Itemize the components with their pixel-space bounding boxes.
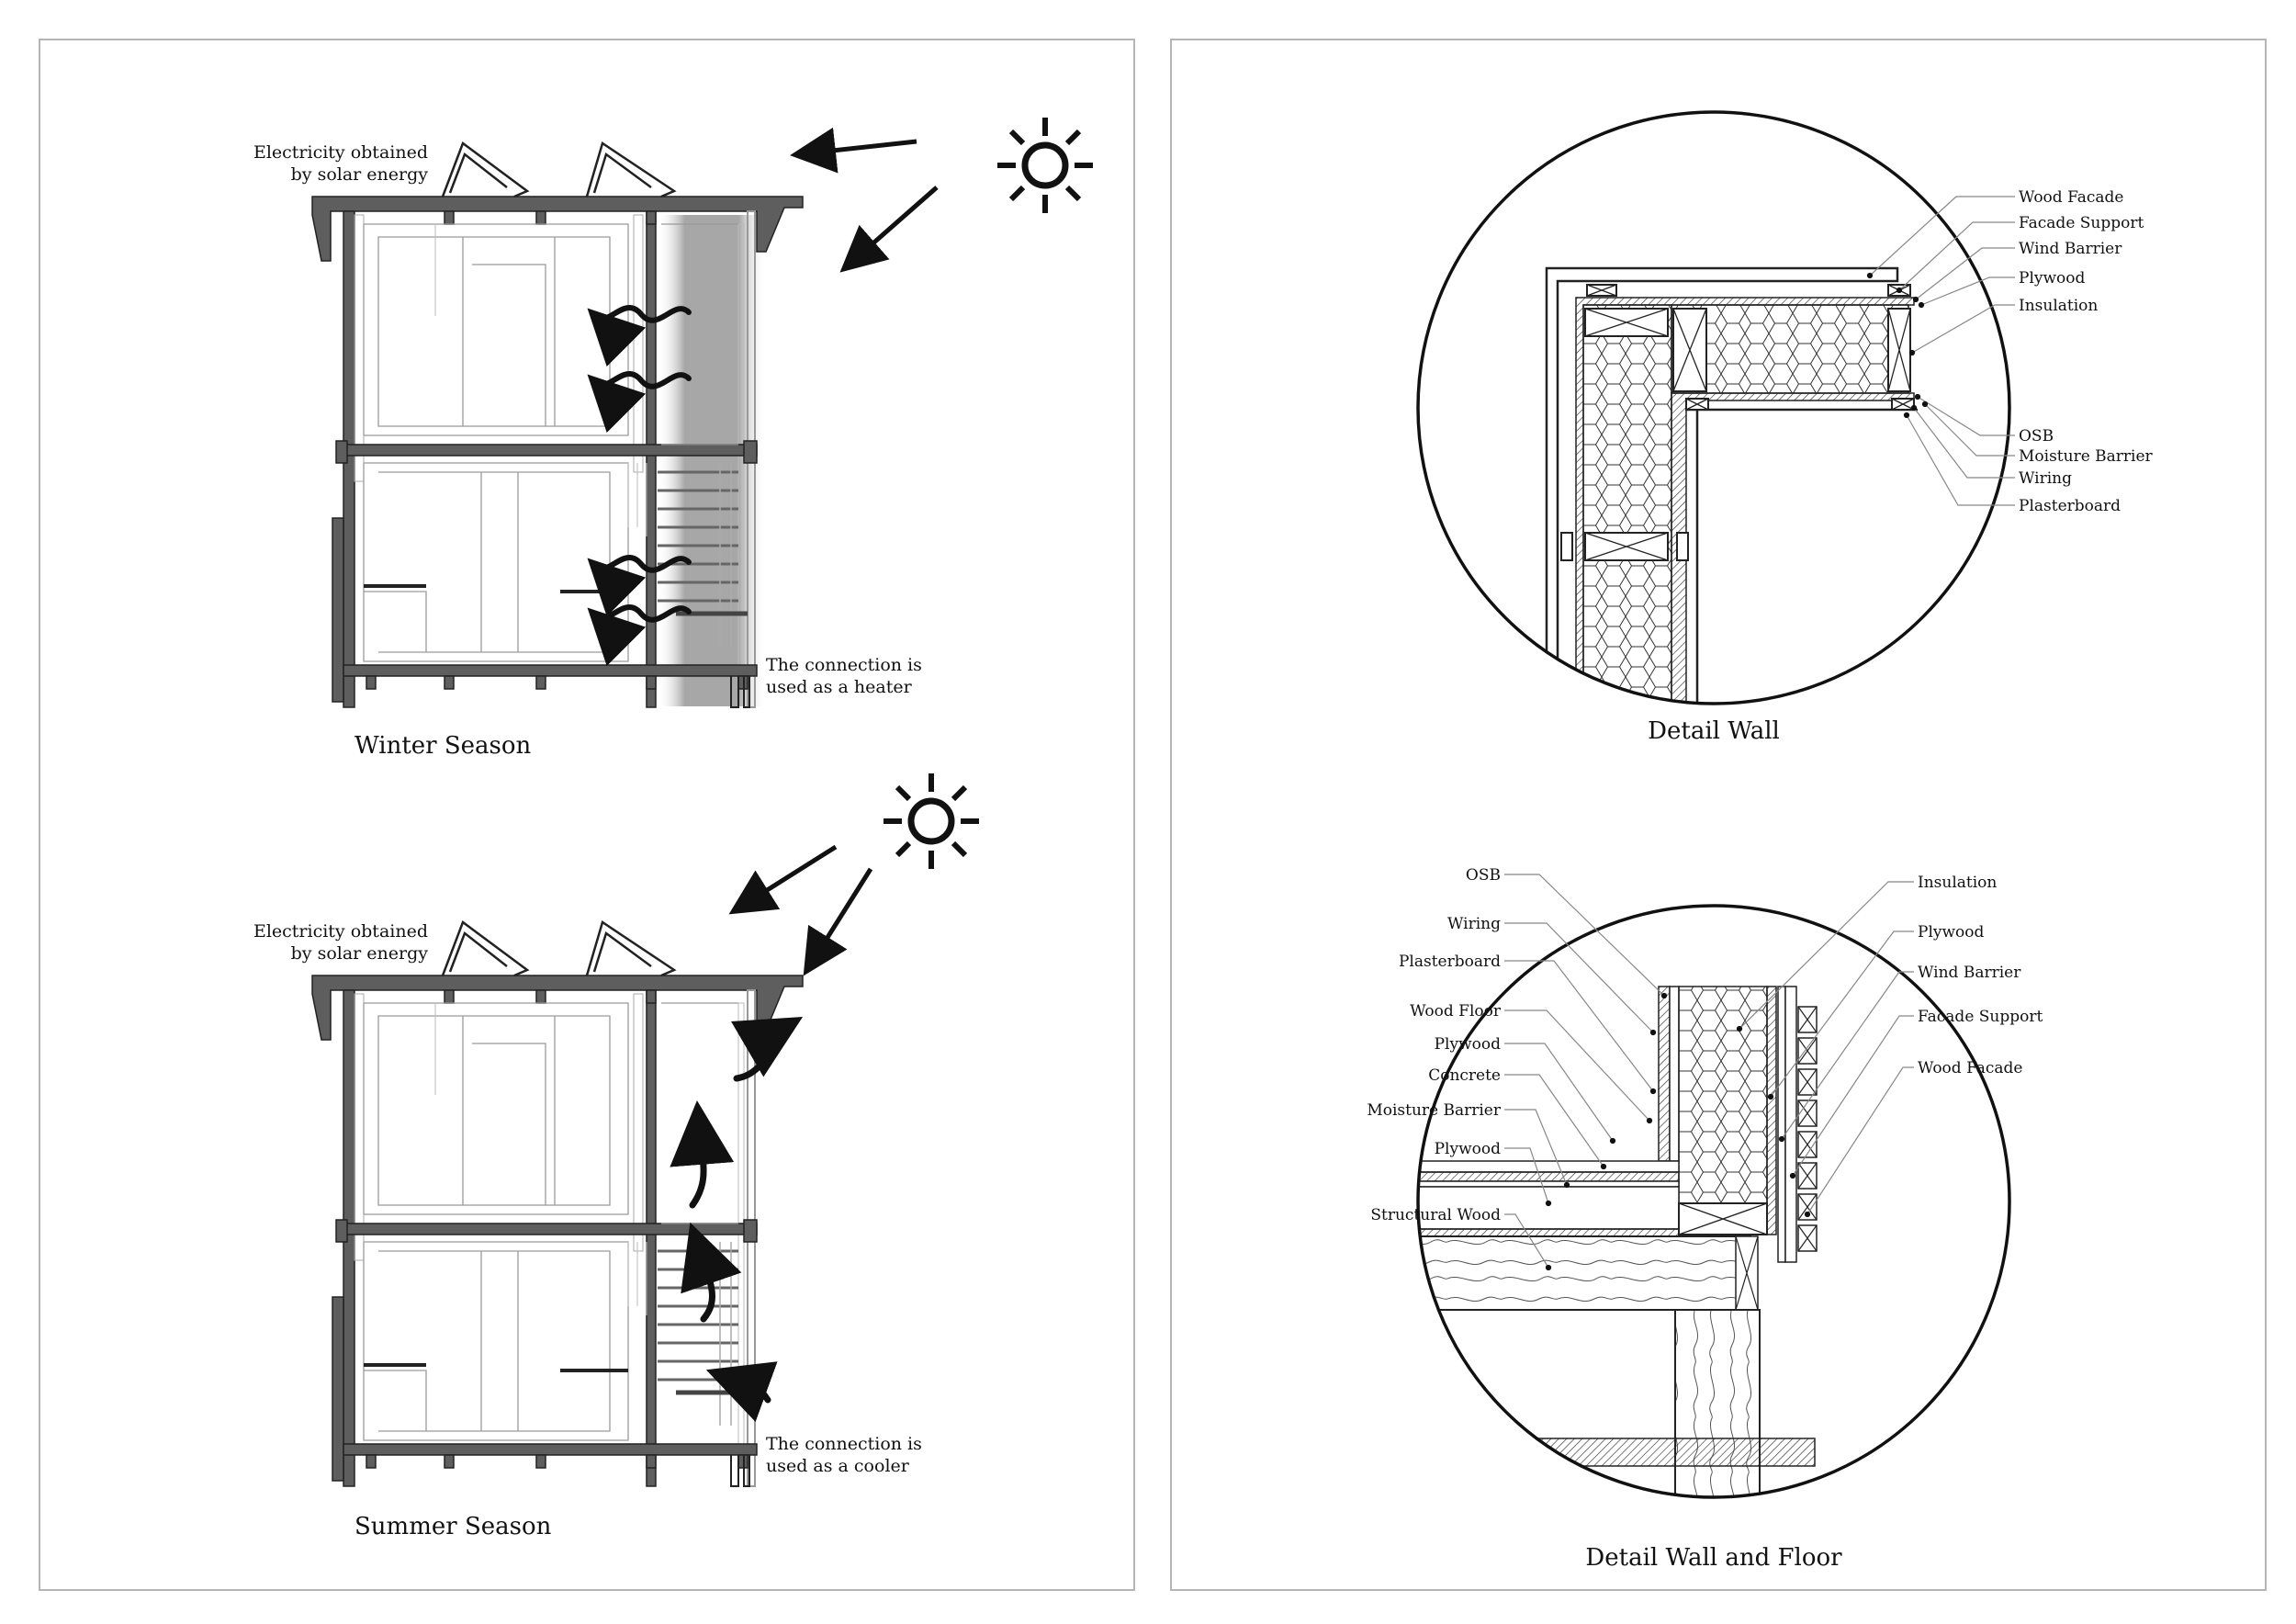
winter-connection-note-1: The connection is (766, 655, 922, 675)
detail-wall-floor-left-labels: OSB Wiring Plasterboard Wood Floor Plywo… (1367, 866, 1502, 1224)
detail-wall-floor: OSB Wiring Plasterboard Wood Floor Plywo… (1367, 866, 2043, 1572)
detail-wall-circle (1416, 110, 2011, 705)
label-plasterboard: Plasterboard (1399, 953, 1501, 971)
label-insulation: Insulation (1918, 874, 1997, 892)
summer-connection-note-1: The connection is (766, 1434, 922, 1454)
detail-wall-floor-right-leaders (1736, 881, 1914, 1218)
construction-details-drawing: Wood Facade Facade Support Wind Barrier … (1367, 110, 2154, 1572)
label-plywood-right: Plywood (1918, 923, 1985, 942)
label-osb: OSB (1466, 866, 1501, 885)
label-plywood: Plywood (2019, 269, 2086, 288)
label-osb: OSB (2019, 427, 2054, 445)
label-plywood: Plywood (1435, 1035, 1502, 1054)
heat-wave-arrows (587, 305, 692, 667)
label-facade-support: Facade Support (1918, 1008, 2043, 1026)
label-wood-floor: Wood Floor (1410, 1002, 1502, 1021)
label-wood-facade: Wood Facade (2019, 188, 2123, 207)
summer-house-section (312, 922, 803, 1486)
label-plywood-lower: Plywood (1435, 1140, 1502, 1158)
detail-wall-floor-section (1418, 986, 1818, 1497)
detail-wall-leaders (1866, 196, 2015, 506)
label-moisture-barrier: Moisture Barrier (1367, 1101, 1502, 1120)
sun-ray-arrows (790, 127, 939, 273)
detail-wall-section (1545, 266, 1918, 704)
detail-wall-floor-left-leaders (1504, 874, 1668, 1271)
sun-ray-arrows (728, 844, 873, 976)
summer-section: Electricity obtained by solar energy The… (253, 773, 979, 1540)
summer-solar-note-1: Electricity obtained (253, 921, 428, 942)
summer-connection-note-2: used as a cooler (766, 1456, 910, 1476)
label-wiring: Wiring (2019, 469, 2072, 488)
label-wind-barrier: Wind Barrier (1918, 964, 2021, 982)
detail-wall-title: Detail Wall (1648, 717, 1780, 745)
sun-icon (884, 773, 979, 869)
winter-solar-note-2: by solar energy (291, 164, 429, 185)
rising-air-arrows (670, 1016, 804, 1423)
winter-connection-note-2: used as a heater (766, 677, 913, 697)
winter-title: Winter Season (355, 732, 532, 760)
label-insulation: Insulation (2019, 297, 2098, 315)
label-structural-wood: Structural Wood (1370, 1206, 1501, 1224)
sun-icon (997, 118, 1093, 213)
label-moisture-barrier: Moisture Barrier (2019, 447, 2154, 466)
summer-title: Summer Season (355, 1513, 552, 1540)
detail-wall: Wood Facade Facade Support Wind Barrier … (1416, 110, 2154, 745)
winter-solar-note-1: Electricity obtained (253, 142, 428, 163)
label-wiring: Wiring (1447, 915, 1501, 933)
summer-solar-note-2: by solar energy (291, 943, 429, 964)
right-panel: Wood Facade Facade Support Wind Barrier … (1170, 39, 2267, 1591)
label-facade-support: Facade Support (2019, 214, 2144, 232)
seasonal-sections-drawing: Electricity obtained by solar energy The… (253, 40, 1133, 1540)
detail-wall-labels: Wood Facade Facade Support Wind Barrier … (2019, 188, 2154, 515)
label-plasterboard: Plasterboard (2019, 497, 2121, 515)
winter-section: Electricity obtained by solar energy The… (253, 118, 1093, 760)
left-panel: Electricity obtained by solar energy The… (39, 39, 1135, 1591)
detail-wall-floor-title: Detail Wall and Floor (1585, 1544, 1842, 1572)
label-wood-facade: Wood Facade (1918, 1059, 2022, 1077)
detail-wall-floor-circle (1416, 904, 2011, 1499)
label-wind-barrier: Wind Barrier (2019, 240, 2122, 258)
detail-wall-floor-right-labels: Insulation Plywood Wind Barrier Facade S… (1918, 874, 2043, 1077)
label-concrete: Concrete (1428, 1066, 1501, 1085)
